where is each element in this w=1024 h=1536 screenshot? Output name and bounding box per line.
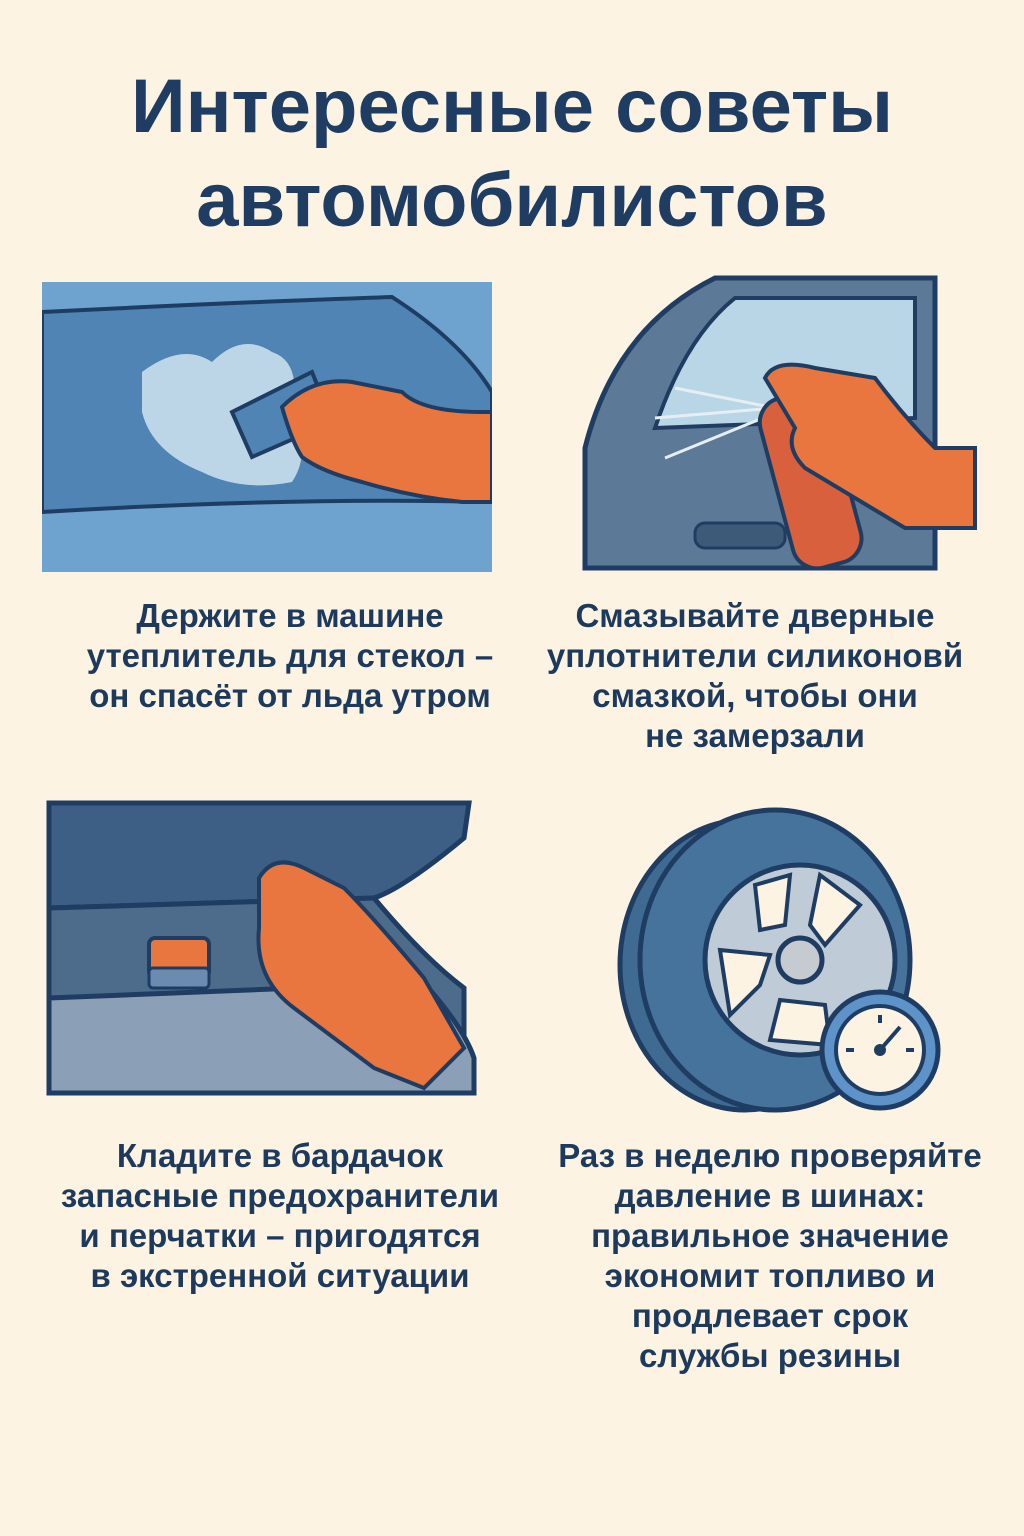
title-line-2: автомобилистов [196, 158, 828, 243]
fuse-box-icon [147, 936, 211, 990]
caption-line: утеплитель для стекол – [86, 637, 494, 674]
glove-icon [279, 379, 492, 504]
caption-line: Держите в машине [136, 597, 444, 634]
tip-caption-1: Держите в машине утеплитель для стекол –… [60, 596, 520, 716]
tire-illustration [610, 805, 950, 1115]
tip-caption-3: Кладите в бардачок запасные предохраните… [30, 1136, 530, 1296]
glovebox-illustration [44, 798, 484, 1098]
title-line-1: Интересные советы [131, 64, 893, 149]
caption-line: он спасёт от льда утром [89, 677, 491, 714]
caption-line: правильное значение [591, 1217, 949, 1254]
caption-line: Кладите в бардачок [116, 1137, 444, 1174]
caption-line: и перчатки – пригодятся [79, 1217, 481, 1254]
caption-line: запасные предохранители [60, 1177, 500, 1214]
caption-line: уплотнители силиконовй [546, 637, 964, 674]
caption-line: Смазывайте дверные [575, 597, 935, 634]
glove-icon [762, 362, 977, 530]
caption-line: продлевает срок [631, 1297, 909, 1334]
tip-caption-2: Смазывайте дверные уплотнители силиконов… [510, 596, 1000, 756]
windshield-illustration [42, 282, 492, 572]
glove-icon [256, 860, 467, 1091]
caption-line: службы резины [638, 1337, 902, 1374]
caption-line: смазкой, чтобы они [592, 677, 918, 714]
pressure-gauge-icon [819, 989, 941, 1111]
caption-line: не замерзали [645, 717, 865, 754]
caption-line: давление в шинах: [614, 1177, 926, 1214]
caption-line: Раз в неделю проверяйте [558, 1137, 982, 1174]
caption-line: экономит топливо и [604, 1257, 936, 1294]
spray-mist-icon [654, 386, 776, 460]
page-title: Интересные советы автомобилистов [0, 60, 1024, 248]
tip-caption-4: Раз в неделю проверяйте давление в шинах… [530, 1136, 1010, 1376]
car-door-illustration [575, 268, 985, 578]
caption-line: в экстренной ситуации [90, 1257, 470, 1294]
